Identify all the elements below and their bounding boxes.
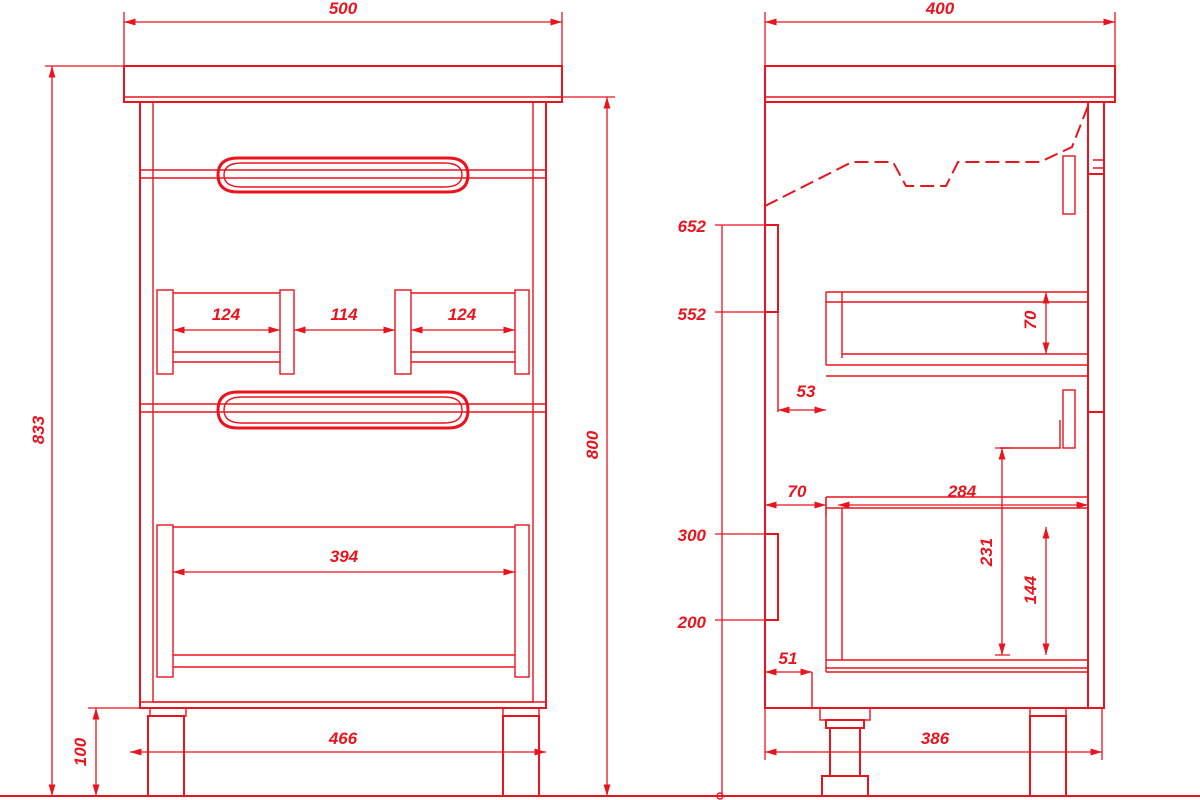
dim-400: 400: [925, 0, 955, 18]
front-handle-lower: [216, 390, 470, 430]
dim-552: 552: [678, 305, 707, 324]
dim-124-left: 124: [212, 305, 241, 324]
front-lower-compartment: [156, 524, 530, 678]
dimension-lines: [45, 12, 1116, 796]
dim-652: 652: [678, 217, 707, 236]
dim-300: 300: [678, 526, 707, 545]
dim-833: 833: [29, 415, 48, 444]
dim-200: 200: [677, 613, 707, 632]
dim-800: 800: [583, 430, 602, 459]
dim-231: 231: [977, 538, 996, 567]
dim-284: 284: [947, 482, 977, 501]
front-upper-compartments: [156, 289, 530, 375]
side-sink-outline: [764, 105, 1089, 207]
dim-70-vertical: 70: [1021, 310, 1040, 329]
front-view: [123, 65, 563, 797]
dimension-labels: 500 833 800 100 466 124 114 124 394 400 …: [29, 0, 1040, 766]
dim-114: 114: [330, 305, 358, 324]
dim-500: 500: [329, 0, 358, 18]
dim-394: 394: [330, 547, 359, 566]
side-carcass: [764, 101, 1089, 709]
front-handle-upper: [216, 156, 470, 194]
dim-124-right: 124: [448, 305, 477, 324]
dim-144: 144: [1021, 575, 1040, 604]
dim-466: 466: [328, 729, 358, 748]
side-upper-drawer: [825, 291, 1088, 377]
dim-70-horizontal: 70: [788, 482, 807, 501]
dim-386: 386: [921, 729, 950, 748]
dim-53: 53: [797, 382, 816, 401]
side-lower-drawer: [825, 420, 1088, 673]
dim-51: 51: [779, 649, 798, 668]
dim-100: 100: [71, 737, 90, 766]
side-view: [764, 65, 1116, 797]
